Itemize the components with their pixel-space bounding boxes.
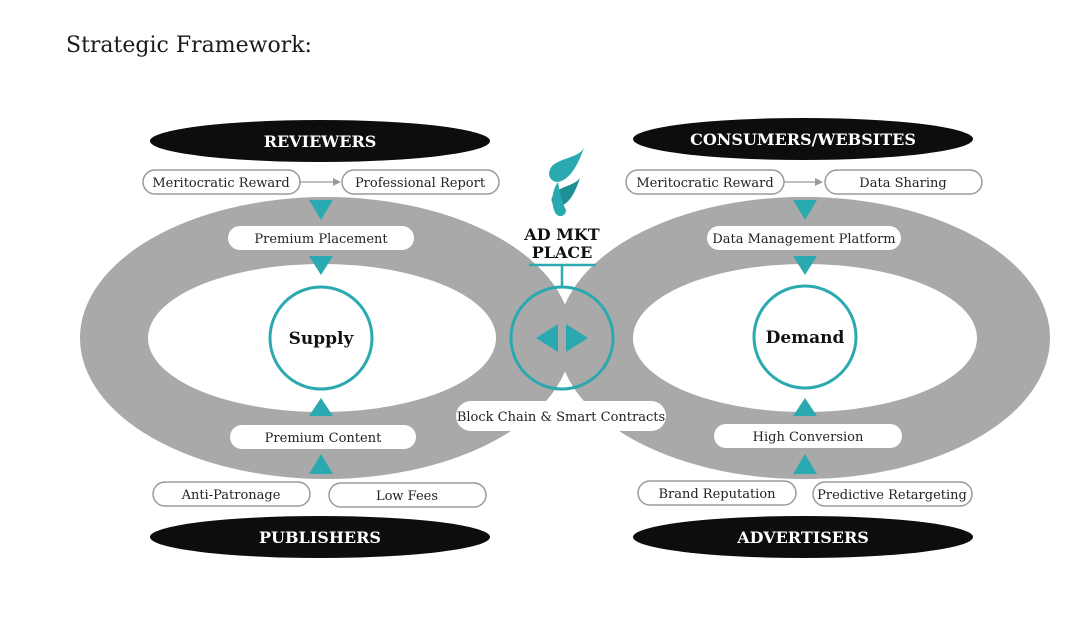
left-arrow-down-1-icon <box>309 200 333 220</box>
place-label: PLACE <box>532 243 593 262</box>
premium-content-pill <box>230 425 416 449</box>
supply-circle <box>268 285 374 391</box>
supply-label: Supply <box>289 329 355 349</box>
left-top-arrowhead-icon <box>333 178 341 186</box>
high-conversion-label: High Conversion <box>753 430 864 445</box>
left-arrow-down-2-icon <box>309 256 333 275</box>
anti-patronage-pill <box>152 481 311 507</box>
page-title: Strategic Framework: <box>66 33 312 58</box>
low-fees-pill <box>328 482 487 508</box>
left-arrow-up-1-icon <box>309 398 333 416</box>
f-flame-logo-icon <box>549 148 584 217</box>
premium-content-label: Premium Content <box>265 431 382 446</box>
demand-ring <box>558 196 1051 480</box>
demand-circle <box>752 284 858 390</box>
premium-placement-label: Premium Placement <box>254 232 388 247</box>
advertisers-label: ADVERTISERS <box>736 528 869 547</box>
demand-label: Demand <box>766 328 845 348</box>
data-sharing-label: Data Sharing <box>859 176 946 191</box>
brand-reputation-pill <box>637 480 797 506</box>
center-circle <box>509 285 615 391</box>
reviewers-label: REVIEWERS <box>264 132 377 151</box>
premium-placement-pill <box>228 226 414 250</box>
professional-report-label: Professional Report <box>355 176 486 191</box>
data-management-platform-label: Data Management Platform <box>712 232 895 247</box>
brand-reputation-label: Brand Reputation <box>658 487 776 502</box>
right-arrow-up-2-icon <box>793 454 817 474</box>
data-sharing-pill <box>824 169 983 195</box>
anti-patronage-label: Anti-Patronage <box>181 488 281 503</box>
reviewers-banner <box>150 120 490 162</box>
blockchain-label: Block Chain & Smart Contracts <box>457 410 665 425</box>
right-arrow-down-1-icon <box>793 200 817 220</box>
left-arrow-up-2-icon <box>309 454 333 474</box>
center-left-arrow-icon <box>536 324 558 352</box>
low-fees-label: Low Fees <box>376 489 438 504</box>
publishers-label: PUBLISHERS <box>259 528 381 547</box>
high-conversion-pill <box>714 424 902 448</box>
left-meritocratic-reward-label: Meritocratic Reward <box>152 176 289 191</box>
advertisers-banner <box>633 516 973 558</box>
predictive-retargeting-label: Predictive Retargeting <box>817 488 967 503</box>
blockchain-pill <box>456 401 666 431</box>
consumers-label: CONSUMERS/WEBSITES <box>690 130 916 149</box>
right-arrow-down-2-icon <box>793 256 817 275</box>
right-arrow-up-1-icon <box>793 398 817 416</box>
supply-ring <box>80 197 572 479</box>
publishers-banner <box>150 516 490 558</box>
right-top-arrowhead-icon <box>815 178 823 186</box>
predictive-retargeting-pill <box>812 481 973 507</box>
data-management-platform-pill <box>707 226 901 250</box>
consumers-banner <box>633 118 973 160</box>
center-right-arrow-icon <box>566 324 588 352</box>
professional-report-pill <box>341 169 500 195</box>
ad-mkt-label: AD MKT <box>523 225 599 244</box>
right-meritocratic-reward-label: Meritocratic Reward <box>636 176 773 191</box>
